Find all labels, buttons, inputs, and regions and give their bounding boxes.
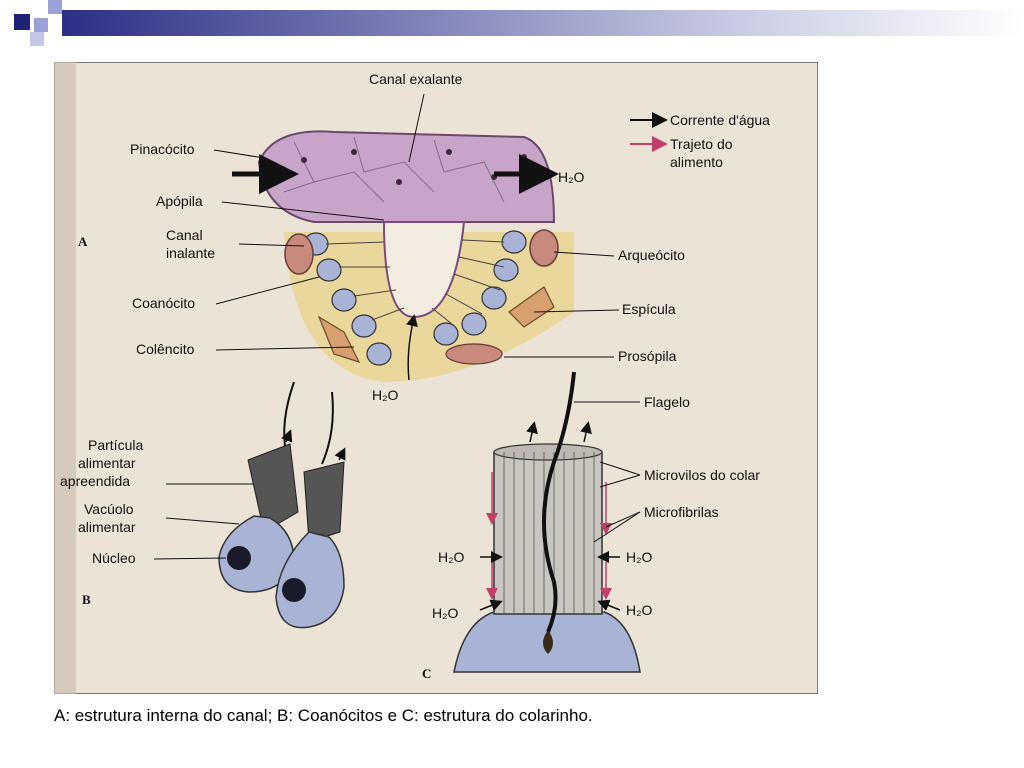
label-h2o-right-bottom: H₂O — [626, 602, 653, 618]
panel-b: Partícula alimentar apreendida Vacúolo a… — [60, 381, 346, 629]
label-colencito: Colêncito — [136, 341, 195, 357]
label-vacuolo-2: alimentar — [78, 519, 136, 535]
label-coanocito: Coanócito — [132, 295, 195, 311]
label-microvilos: Microvilos do colar — [644, 467, 760, 483]
canal-exalante — [257, 130, 556, 223]
collar-b2 — [303, 461, 345, 543]
figure-caption: A: estrutura interna do canal; B: Coanóc… — [54, 706, 593, 725]
label-particula-2: alimentar — [78, 455, 136, 471]
label-pinacocito: Pinacócito — [130, 141, 195, 157]
label-particula-3: apreendida — [60, 473, 130, 489]
legend-corrente-label: Corrente d'água — [670, 112, 770, 128]
nucleo-b1 — [227, 546, 251, 570]
corner-decoration — [14, 0, 1024, 46]
archaeocyte — [529, 229, 559, 267]
label-particula-1: Partícula — [88, 437, 143, 453]
label-espicula: Espícula — [622, 301, 676, 317]
nucleo-b2 — [282, 578, 306, 602]
label-h2o-right-top: H₂O — [626, 549, 653, 565]
prosopila-cell — [445, 343, 503, 365]
label-h2o-left-bottom: H₂O — [432, 605, 459, 621]
espicula-cell — [508, 286, 555, 328]
label-prosopila: Prosópila — [618, 348, 677, 364]
panel-a: A Canal exalante Pinacócito Apópila Cana… — [78, 71, 685, 403]
legend: Corrente d'água Trajeto do alimento — [630, 112, 770, 170]
label-arqueocito: Arqueócito — [618, 247, 685, 263]
label-vacuolo-1: Vacúolo — [84, 501, 134, 517]
panel-label-a: A — [78, 234, 88, 249]
flagelo-c — [542, 371, 576, 633]
label-h2o-left-top: H₂O — [438, 549, 465, 565]
choanocytes — [303, 230, 527, 366]
panel-label-c: C — [422, 666, 431, 681]
label-canal-exalante: Canal exalante — [369, 71, 463, 87]
panel-label-b: B — [82, 592, 91, 607]
collar-b1 — [247, 443, 299, 533]
legend-trajeto-label-1: Trajeto do — [670, 136, 733, 152]
label-microfibrilas: Microfibrilas — [644, 504, 719, 520]
choanocyte-b2 — [275, 531, 345, 629]
label-flagelo: Flagelo — [644, 394, 690, 410]
sponge-canal-figure: A Canal exalante Pinacócito Apópila Cana… — [53, 61, 819, 695]
archaeocyte-left — [284, 233, 314, 275]
panel-c: Flagelo Microvilos do colar Microfibrila… — [422, 371, 760, 681]
colencito — [317, 315, 361, 364]
legend-trajeto-label-2: alimento — [670, 154, 723, 170]
label-canal-inalante-2: inalante — [166, 245, 215, 261]
label-canal-inalante-1: Canal — [166, 227, 203, 243]
label-nucleo: Núcleo — [92, 550, 136, 566]
label-h2o-out: H₂O — [558, 169, 585, 185]
choanocyte-b1 — [218, 515, 295, 593]
label-apopila: Apópila — [156, 193, 203, 209]
sponge-diagram: A Canal exalante Pinacócito Apópila Cana… — [53, 61, 819, 695]
label-h2o-in: H₂O — [372, 387, 399, 403]
